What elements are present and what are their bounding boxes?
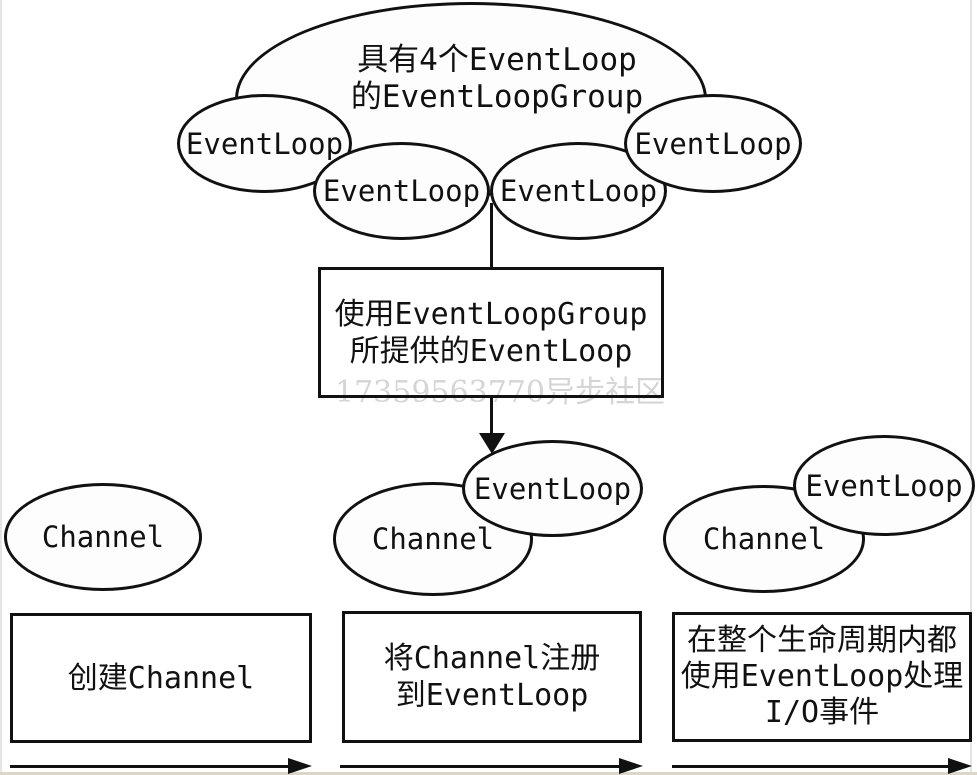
box-to-eventloop-arrow-line bbox=[490, 398, 493, 435]
eventloopgroup-label-line1: 具有4个EventLoop bbox=[357, 42, 637, 78]
provide-box: 使用EventLoopGroup 所提供的EventLoop bbox=[318, 267, 664, 398]
stage1-caption-line1: 创建Channel bbox=[67, 660, 255, 696]
eventloopgroup-label: 具有4个EventLoop 的EventLoopGroup bbox=[327, 42, 667, 116]
channel-label: Channel bbox=[41, 520, 165, 554]
channel-label: Channel bbox=[702, 522, 826, 556]
eventloop-label: EventLoop bbox=[185, 126, 344, 161]
eventloop-label: EventLoop bbox=[473, 471, 632, 506]
provide-box-line2: 所提供的EventLoop bbox=[349, 333, 633, 369]
down-arrowhead-icon bbox=[479, 433, 505, 454]
stage2-caption-line2: 到EventLoop bbox=[395, 678, 589, 713]
eventloop-label: EventLoop bbox=[322, 174, 481, 208]
channel-label: Channel bbox=[371, 522, 495, 556]
provide-box-line1: 使用EventLoopGroup bbox=[334, 296, 648, 332]
stage1-timeline-arrow-line bbox=[10, 765, 290, 768]
stage1-right-arrowhead-icon bbox=[288, 758, 312, 774]
eventloop-ellipse-4: EventLoop bbox=[624, 94, 802, 193]
stage1-caption-box: 创建Channel bbox=[10, 613, 312, 743]
watermark-text: 17359563770异步社区 bbox=[335, 375, 665, 410]
eventloop-label: EventLoop bbox=[805, 468, 963, 503]
left-edge-line bbox=[0, 0, 2, 775]
stage2-eventloop-ellipse: EventLoop bbox=[462, 440, 643, 537]
stage2-caption-box: 将Channel注册 到EventLoop bbox=[342, 611, 642, 743]
stage3-caption-line3: I/O事件 bbox=[764, 695, 880, 730]
stage3-caption-line2: 使用EventLoop处理 bbox=[680, 659, 964, 694]
stage3-timeline-arrow-line bbox=[672, 765, 950, 768]
bottom-edge-line bbox=[0, 772, 977, 775]
stage2-right-arrowhead-icon bbox=[619, 758, 643, 774]
eventloopgroup-label-line2: 的EventLoopGroup bbox=[350, 79, 644, 115]
stage3-eventloop-ellipse: EventLoop bbox=[793, 435, 975, 536]
stage2-timeline-arrow-line bbox=[340, 765, 621, 768]
eventloop-label: EventLoop bbox=[499, 174, 658, 208]
right-edge-line bbox=[970, 0, 972, 775]
eventloop-ellipse-2: EventLoop bbox=[313, 142, 490, 240]
stage3-right-arrowhead-icon bbox=[948, 758, 972, 774]
eventloop-label: EventLoop bbox=[634, 126, 792, 161]
group-to-box-connector-line bbox=[490, 203, 493, 269]
stage3-caption-line1: 在整个生命周期内都 bbox=[687, 623, 957, 658]
stage2-caption-line1: 将Channel注册 bbox=[383, 641, 601, 676]
eventloop-ellipse-3: EventLoop bbox=[490, 142, 667, 240]
stage1-channel-ellipse: Channel bbox=[4, 483, 202, 591]
stage3-caption-box: 在整个生命周期内都 使用EventLoop处理 I/O事件 bbox=[672, 612, 972, 742]
